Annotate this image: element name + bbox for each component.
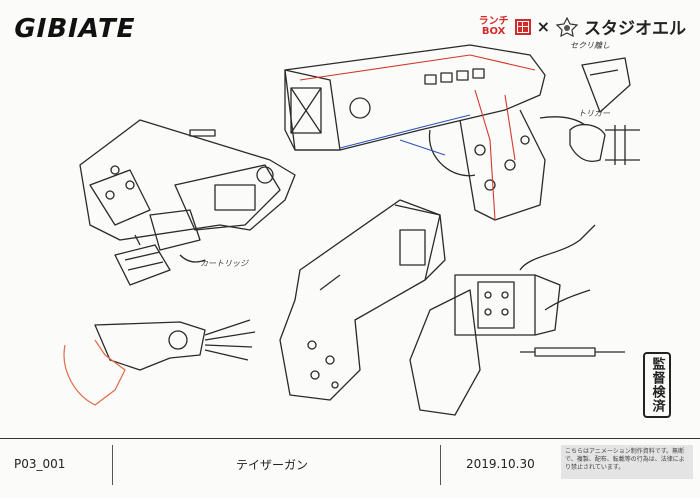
lunchbox-line2: BOX [481, 25, 506, 37]
sheet-date: 2019.10.30 [466, 457, 535, 471]
footer-divider [112, 445, 113, 485]
director-approval-stamp: 監督検済 [643, 352, 671, 418]
annotation-cartridge: カートリッジ [200, 259, 248, 268]
trigger-leader [539, 116, 586, 126]
lunchbox-icon [514, 18, 531, 35]
cartridge-parts [114, 209, 201, 286]
item-name: テイザーガン [236, 457, 309, 472]
blue-guide-lines [339, 114, 471, 156]
hand-sketch [63, 339, 126, 406]
footer-divider [440, 445, 441, 485]
sheet-id: P03_001 [14, 457, 66, 471]
annotation-cut-off: セクリ離し [570, 41, 610, 50]
lunchbox-line1: ランチ [478, 15, 509, 27]
collab-credit: ランチ BOX × スタジオエル [479, 14, 686, 39]
taser-main-view [284, 44, 546, 221]
studio-emblem-icon [556, 16, 578, 37]
cartridge-leader [179, 254, 206, 263]
taser-rear-view [79, 119, 296, 241]
detail-parts [569, 57, 640, 165]
red-guide-lines [299, 54, 536, 221]
lunchbox-logo: ランチ BOX [478, 15, 509, 37]
taser-in-hand [94, 319, 256, 371]
sheet-footer: P03_001 テイザーガン 2019.10.30 こちらはアニメーション制作資… [0, 438, 700, 498]
taser-open-cartridge [409, 224, 625, 416]
studio-name: スタジオエル [584, 19, 686, 39]
annotation-trigger: トリガー [578, 109, 610, 118]
copyright-notice: こちらはアニメーション制作資料です。無断で、複製、配布、転載等の行為は、法律によ… [561, 445, 693, 479]
taser-drawings [63, 44, 640, 416]
collab-times: × [536, 17, 550, 36]
taser-front-view [279, 199, 446, 401]
